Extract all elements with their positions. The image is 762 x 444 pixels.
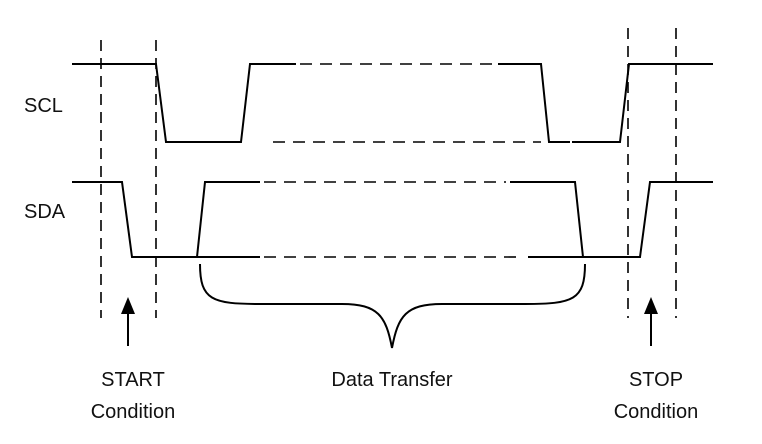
scl-label: SCL — [24, 95, 63, 117]
sda-data-window-right — [510, 181, 584, 258]
start-arrow-icon — [121, 297, 135, 346]
data-transfer-brace — [199, 263, 586, 349]
stop-arrow-icon — [644, 297, 658, 346]
sda-trace-stop — [528, 181, 713, 258]
sda-trace-start — [72, 181, 260, 258]
data-transfer-label: Data Transfer — [331, 369, 453, 391]
start-condition-label: Condition — [91, 401, 176, 423]
stop-label: STOP — [629, 369, 683, 391]
sda-label: SDA — [24, 201, 66, 223]
start-label: START — [101, 369, 165, 391]
scl-trace-start — [72, 63, 296, 143]
scl-trace-stop — [572, 63, 713, 143]
scl-waveform — [72, 63, 713, 143]
scl-trace-mid — [498, 63, 570, 143]
sda-waveform — [72, 181, 713, 258]
stop-condition-label: Condition — [614, 401, 699, 423]
sda-data-window-left — [196, 181, 260, 258]
